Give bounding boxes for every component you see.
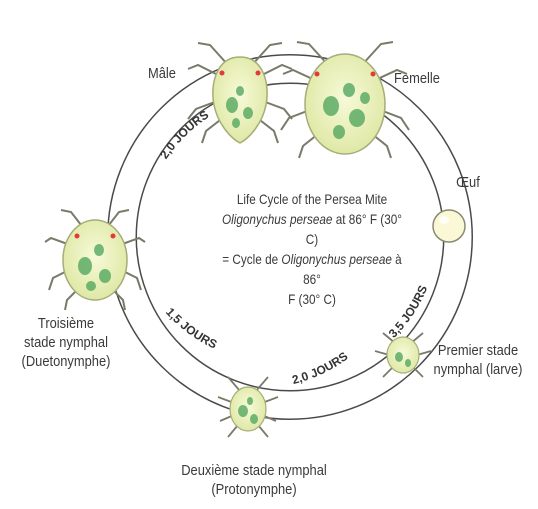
- stage-label-second-nymph: Deuxième stade nymphal (Protonymphe): [173, 461, 335, 499]
- stage-label-first-nymph-line2: nymphal (larve): [428, 360, 528, 379]
- center-line-french-start: = Cycle de: [222, 251, 281, 267]
- center-title-block: Life Cycle of the Persea Mite Oligonychu…: [215, 189, 410, 309]
- species-name-fr: Oligonychus perseae: [281, 251, 391, 267]
- center-line-temperature: F (30° C): [215, 289, 410, 309]
- stage-label-third-nymph-line3: (Duetonymphe): [14, 352, 117, 371]
- stage-label-third-nymph-line1: Troisième: [14, 314, 117, 333]
- egg-icon: [433, 210, 465, 242]
- stage-label-third-nymph: Troisième stade nymphal (Duetonymphe): [14, 314, 117, 371]
- stage-label-second-nymph-line1: Deuxième stade nymphal: [173, 461, 335, 480]
- stage-label-third-nymph-line2: stade nymphal: [14, 333, 117, 352]
- stage-label-first-nymph: Premier stade nymphal (larve): [428, 341, 528, 379]
- diagram-title: Life Cycle of the Persea Mite: [215, 189, 410, 209]
- stage-label-male: Mâle: [143, 64, 181, 83]
- stage-label-female: Femelle: [389, 69, 446, 88]
- stage-label-second-nymph-line2: (Protonymphe): [173, 480, 335, 499]
- species-name: Oligonychus perseae: [222, 211, 332, 227]
- center-line-species: Oligonychus perseae at 86° F (30° C): [215, 209, 410, 249]
- center-line-french: = Cycle de Oligonychus perseae à 86°: [215, 249, 410, 289]
- stage-label-first-nymph-line1: Premier stade: [428, 341, 528, 360]
- stage-label-egg: Œuf: [453, 173, 482, 192]
